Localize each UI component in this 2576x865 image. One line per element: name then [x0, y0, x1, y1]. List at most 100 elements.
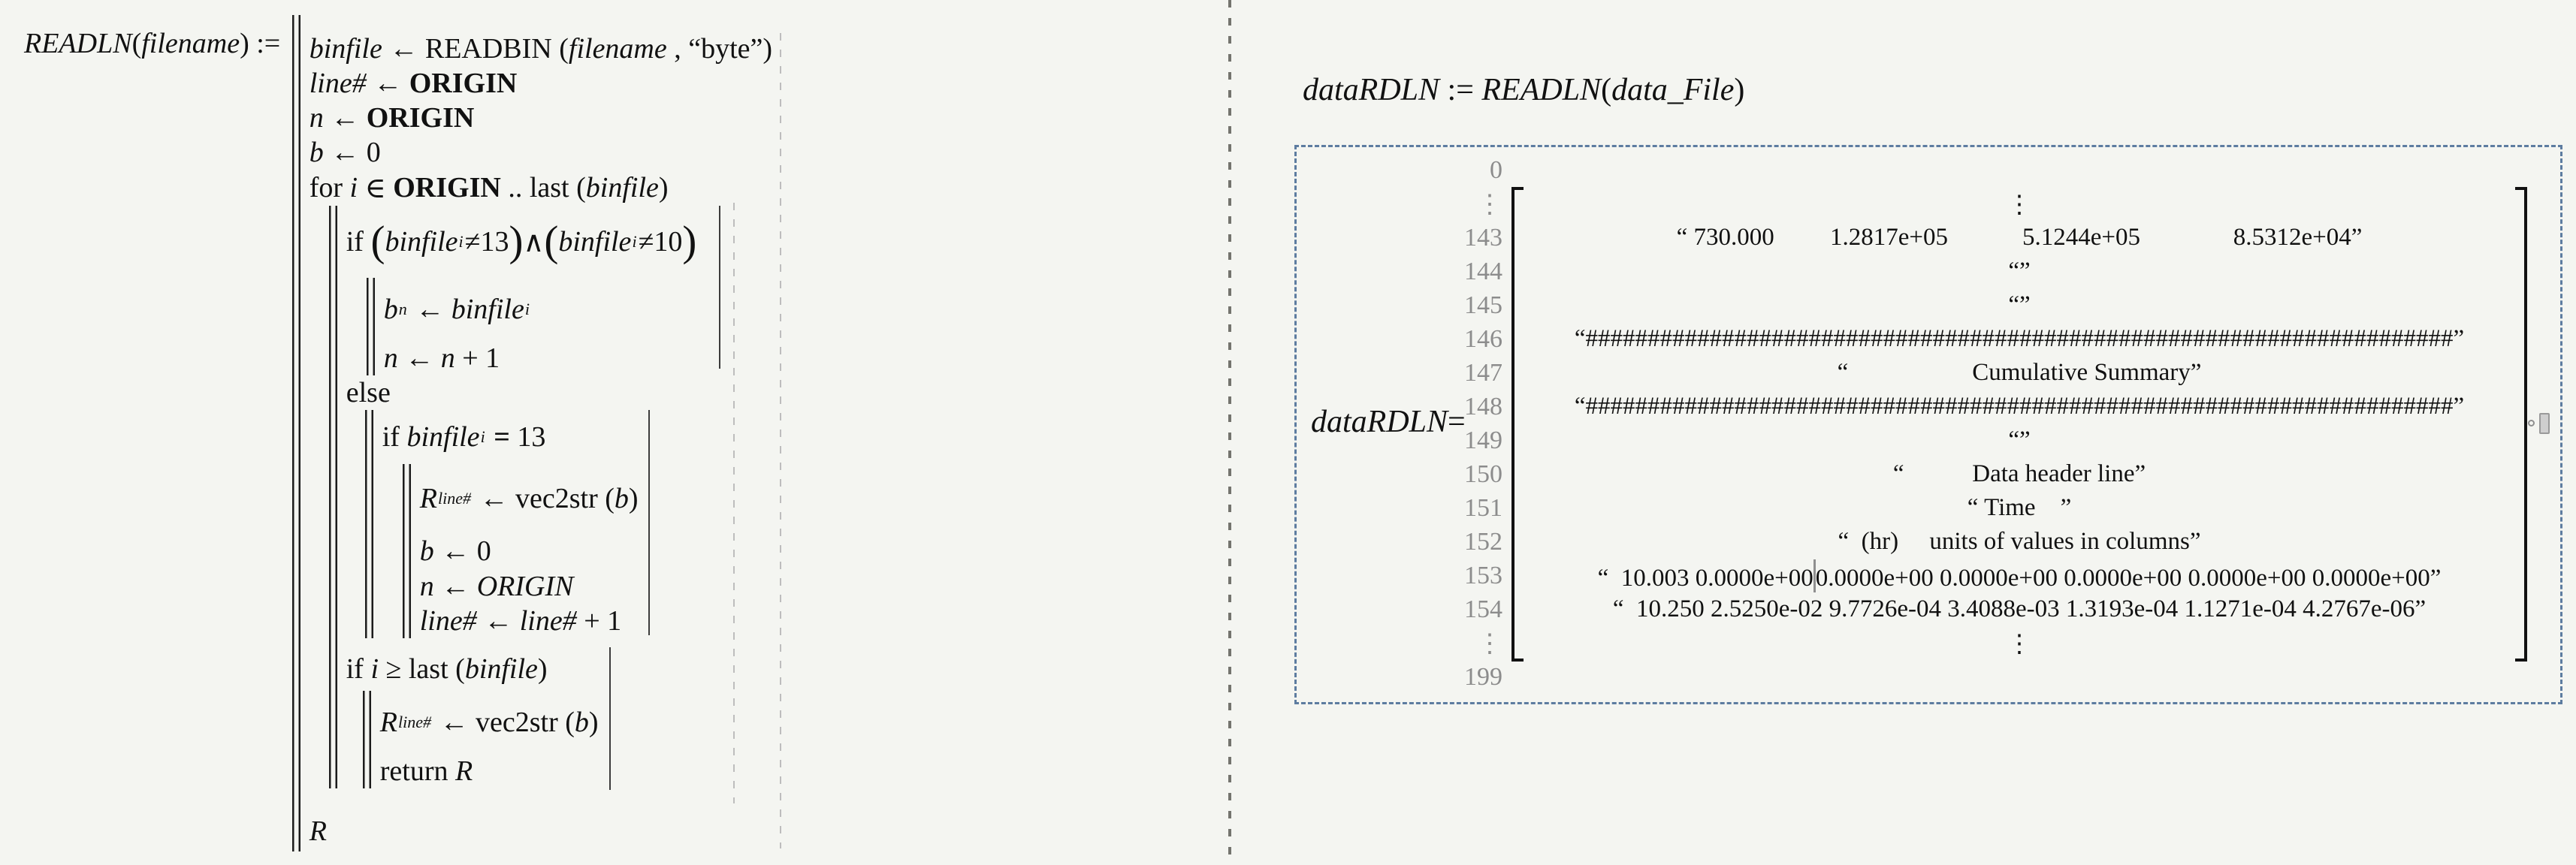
program-line-result[interactable]: R [310, 814, 772, 848]
math-segment: R [419, 483, 437, 514]
math-segment: return [379, 755, 455, 787]
math-segment: ← [408, 294, 451, 325]
math-segment: ≥ [379, 653, 409, 685]
program-outer-scope: binfile ← READBIN (filename , “byte”) li… [291, 15, 772, 851]
matrix-row[interactable]: 199 [1454, 660, 2506, 694]
program-line[interactable]: line# ← line# + 1 [420, 604, 772, 638]
result-label[interactable]: dataRDLN= [1311, 404, 1466, 440]
math-segment: if [346, 653, 371, 685]
matrix-row[interactable]: 148“####################################… [1454, 390, 2506, 423]
program-line-for[interactable]: for i ∈ ORIGIN .. last (binfile) [310, 170, 772, 206]
row-index: 144 [1464, 257, 1502, 285]
math-segment: + [454, 342, 486, 374]
row-index: 199 [1464, 662, 1502, 691]
resize-handle[interactable] [2539, 413, 2550, 434]
math-segment: ← [366, 68, 409, 99]
math-segment: last [408, 653, 448, 685]
program-line[interactable]: line# ← ORIGIN [310, 66, 772, 101]
row-index: 150 [1464, 460, 1502, 488]
math-segment: “” [2008, 291, 2031, 318]
math-segment: line# [419, 605, 477, 637]
math-segment: ) [628, 483, 639, 514]
matrix-row[interactable]: 154“ 10.250 2.5250e-02 9.7726e-04 3.4088… [1454, 592, 2506, 626]
program-line[interactable]: n ← ORIGIN [420, 569, 772, 604]
row-index: 146 [1464, 324, 1502, 353]
math-segment: filename [141, 28, 240, 59]
math-segment: ← [323, 137, 367, 168]
program-line[interactable]: binfile ← READBIN (filename , “byte”) [310, 32, 772, 66]
math-segment: 0 [366, 137, 381, 168]
matrix-row[interactable]: 0 [1454, 153, 2506, 187]
matrix-cell: “” [1533, 426, 2506, 454]
matrix-row[interactable]: 150“ Data header line” [1454, 457, 2506, 491]
program-line[interactable]: b ← 0 [310, 135, 772, 170]
result-selection-box[interactable] [1294, 145, 2562, 704]
program-line[interactable]: b ← 0 [420, 533, 772, 569]
matrix-row[interactable]: ⋮⋮ [1454, 626, 2506, 660]
matrix-row[interactable]: 145“” [1454, 288, 2506, 322]
matrix-row[interactable]: 147“ Cumulative Summary” [1454, 356, 2506, 390]
row-index: 153 [1464, 561, 1502, 589]
program-line[interactable]: n ← n + 1 [384, 341, 772, 375]
math-segment: b [574, 707, 589, 738]
matrix-row[interactable]: 143 “ 730.000 1.2817e+05 5.1244e+05 8.531… [1454, 221, 2506, 255]
math-segment: “ 730.000 1.2817e+05 5.1244e+05 8.5312e+… [1676, 224, 2363, 251]
matrix-row[interactable]: 149“” [1454, 423, 2506, 457]
matrix-row[interactable]: ⋮⋮ [1454, 187, 2506, 221]
math-segment: ( [597, 483, 615, 514]
matrix-cell: “ 730.000 1.2817e+05 5.1244e+05 8.5312e+… [1533, 224, 2506, 252]
math-segment: = [1448, 405, 1466, 439]
result-matrix[interactable]: 0⋮⋮143“ 730.000 1.2817e+05 5.1244e+05 8.… [1454, 153, 2506, 694]
math-segment: n [383, 342, 398, 374]
for-block-right-line [733, 203, 735, 803]
math-segment: ← [397, 342, 441, 374]
math-segment: binfile [558, 226, 632, 258]
math-segment: “” [2008, 258, 2031, 285]
row-index: 0 [1490, 155, 1502, 184]
program-line[interactable]: n ← ORIGIN [310, 101, 772, 135]
matrix-row[interactable]: 146“####################################… [1454, 322, 2506, 356]
math-segment: , [666, 33, 689, 65]
math-segment: 13 [517, 421, 546, 453]
matrix-row[interactable]: 152“ (hr) units of values in columns” [1454, 525, 2506, 559]
program-line-else[interactable]: else [346, 375, 772, 410]
definition-region-datardln[interactable]: dataRDLN := READLN(data_File) [1303, 72, 1744, 108]
math-segment: binfile [385, 226, 458, 258]
math-segment: binfile [309, 33, 382, 65]
math-segment: filename [568, 33, 667, 65]
math-segment: ) [658, 172, 669, 203]
math-segment: ) [537, 653, 548, 685]
program-right-line [780, 33, 781, 848]
math-segment: for [309, 172, 343, 203]
matrix-cell: ⋮ [1533, 189, 2506, 219]
if-block-right-line [648, 410, 650, 635]
math-segment: binfile [464, 653, 538, 685]
row-index: 152 [1464, 527, 1502, 556]
math-segment: + [576, 605, 608, 637]
math-segment: ← [433, 535, 477, 567]
math-segment: n [309, 102, 324, 134]
matrix-row[interactable]: 153“ 10.003 0.0000e+000.0000e+00 0.0000e… [1454, 559, 2506, 592]
program-line-if[interactable]: if i ≥ last (binfile) [346, 647, 772, 691]
math-segment: R [309, 815, 327, 847]
math-segment: ← [382, 33, 425, 65]
program-region-readln[interactable]: READLN(filename) := binfile ← READBIN (f… [24, 15, 772, 851]
if-block-right-line [719, 206, 720, 369]
program-line-return[interactable]: return R [380, 754, 772, 788]
row-index: 143 [1464, 223, 1502, 252]
math-segment: READLN [1481, 73, 1602, 107]
matrix-cell: “ Time ” [1533, 494, 2506, 522]
math-segment: i [458, 232, 464, 251]
math-segment: ORIGIN [366, 102, 475, 134]
math-segment: ← [433, 707, 476, 738]
matrix-row[interactable]: 144 “” [1454, 255, 2506, 288]
matrix-row[interactable]: 151“ Time ” [1454, 491, 2506, 525]
